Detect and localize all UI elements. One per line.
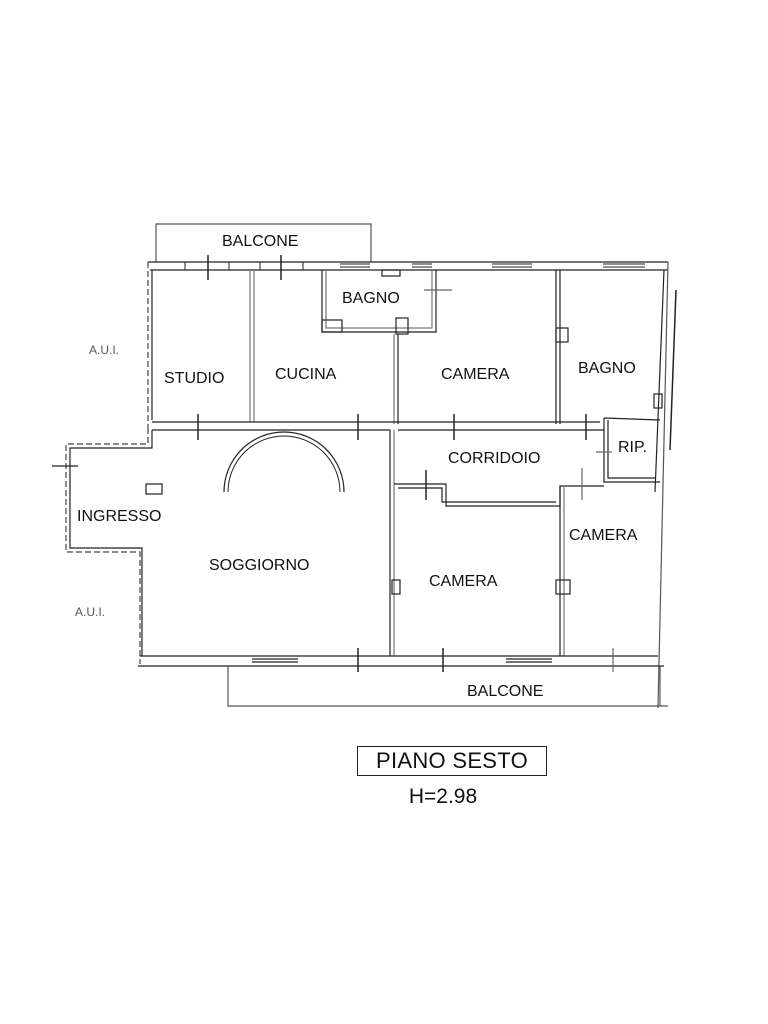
room-label-bagno-1: BAGNO (342, 290, 400, 307)
room-label-ingresso: INGRESSO (77, 508, 161, 525)
room-label-studio: STUDIO (164, 370, 224, 387)
room-label-ripostiglio: RIP. (618, 439, 647, 456)
room-label-camera-1: CAMERA (441, 366, 510, 383)
room-label-bagno-2: BAGNO (578, 360, 636, 377)
room-label-balcone-bottom: BALCONE (467, 683, 543, 700)
room-label-camera-3: CAMERA (569, 527, 638, 544)
annotation-aui-top: A.U.I. (89, 343, 119, 357)
room-label-corridoio: CORRIDOIO (448, 450, 540, 467)
room-label-balcone-top: BALCONE (222, 233, 298, 250)
room-label-soggiorno: SOGGIORNO (209, 557, 309, 574)
room-label-camera-2: CAMERA (429, 573, 498, 590)
ceiling-height-label: H=2.98 (408, 785, 478, 808)
balcone-top-outline (155, 223, 372, 262)
annotation-aui-bottom: A.U.I. (75, 605, 105, 619)
room-label-cucina: CUCINA (275, 366, 337, 383)
floor-title: PIANO SESTO (357, 746, 547, 776)
floor-title-text: PIANO SESTO (375, 748, 529, 773)
